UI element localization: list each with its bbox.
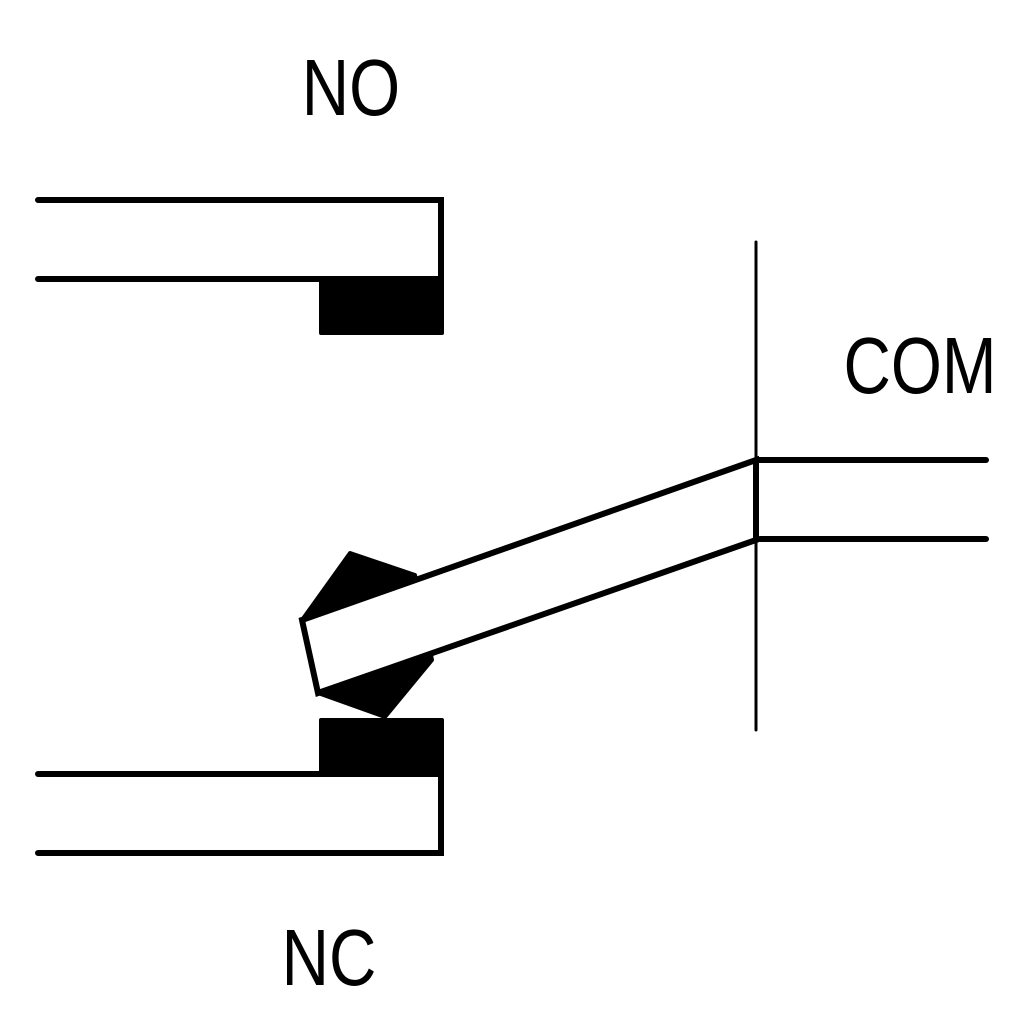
nc-terminal-outline	[35, 771, 444, 856]
no-terminal-outline	[35, 197, 444, 282]
nc-label: NC	[282, 913, 377, 1003]
no-contact-pad	[319, 278, 444, 335]
com-label: COM	[843, 321, 996, 411]
no-label: NO	[302, 43, 400, 133]
com-terminal	[753, 457, 989, 542]
nc-terminal	[35, 718, 444, 856]
switch-arm	[298, 455, 759, 697]
nc-contact-pad	[319, 718, 444, 776]
no-terminal	[35, 197, 444, 335]
